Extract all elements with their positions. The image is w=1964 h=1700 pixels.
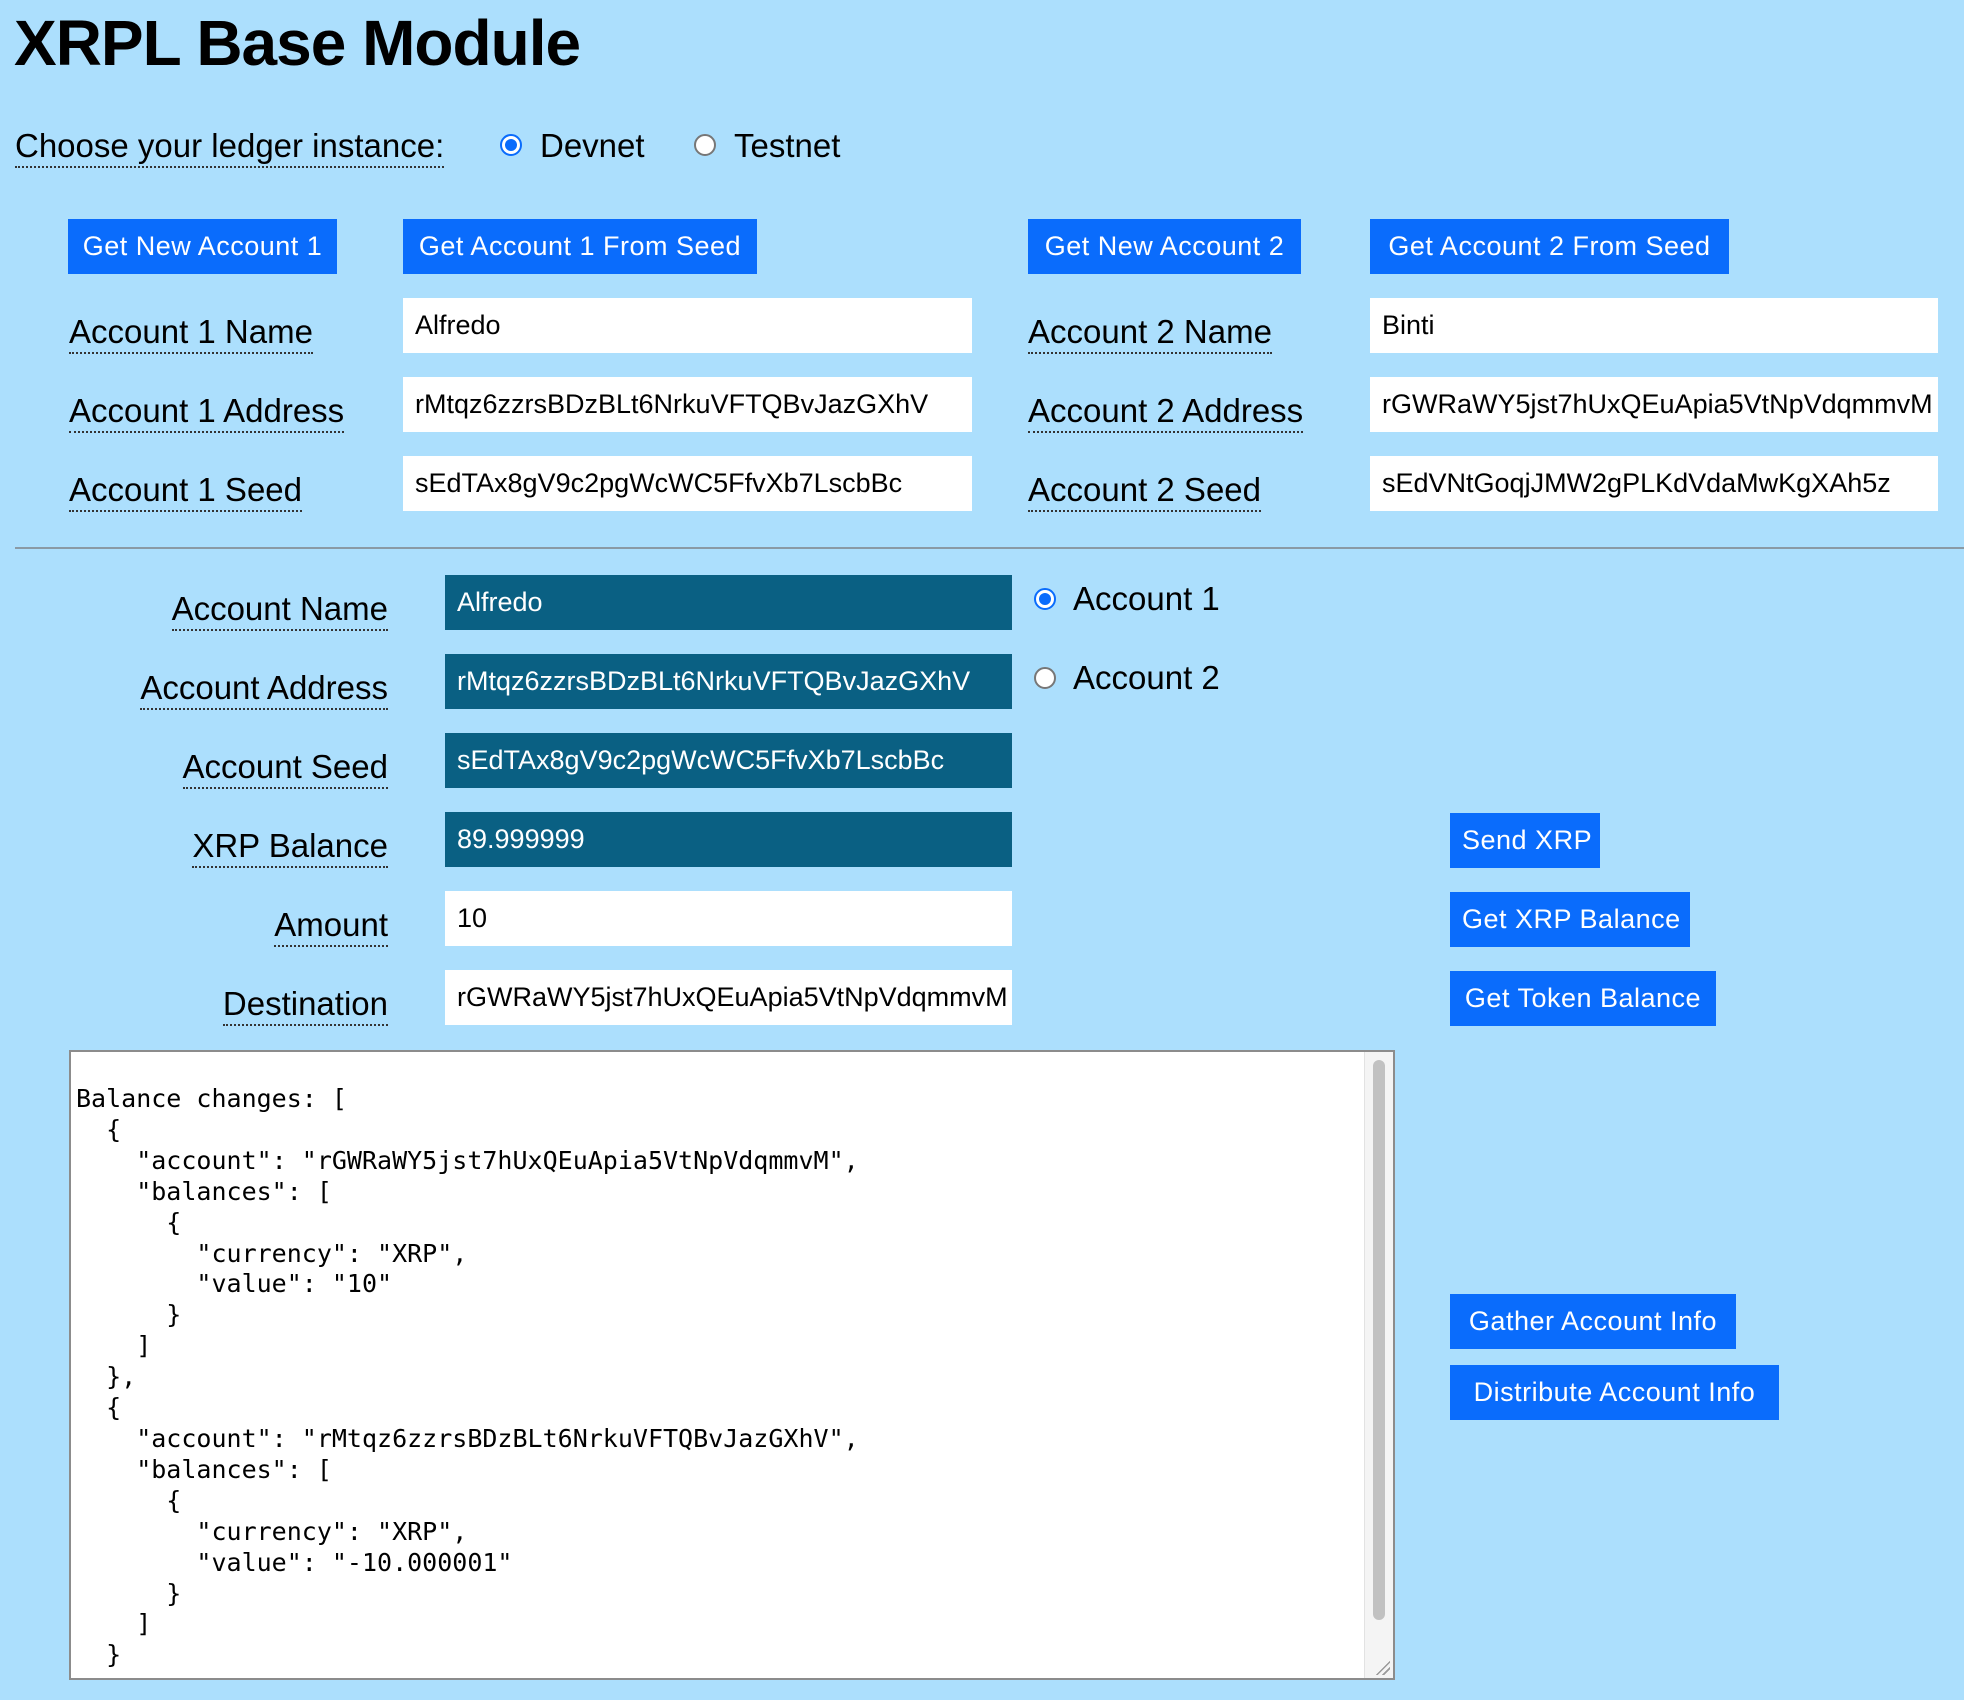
resize-grip-icon[interactable] (1374, 1659, 1390, 1675)
account-1-seed-input[interactable]: sEdTAx8gV9c2pgWcWC5FfvXb7LscbBc (403, 456, 972, 511)
account-name-input[interactable]: Alfredo (445, 575, 1012, 630)
account-1-name-input[interactable]: Alfredo (403, 298, 972, 353)
account-1-radio-label[interactable]: Account 1 (1073, 580, 1220, 617)
results-text: Balance changes: [ { "account": "rGWRaWY… (76, 1084, 859, 1670)
get-xrp-balance-button[interactable]: Get XRP Balance (1450, 892, 1690, 947)
account-seed-label: Account Seed (182, 747, 388, 789)
send-xrp-button[interactable]: Send XRP (1450, 813, 1600, 868)
gather-account-info-button[interactable]: Gather Account Info (1450, 1294, 1736, 1349)
account-1-radio[interactable] (1034, 588, 1056, 610)
amount-label: Amount (274, 905, 388, 947)
get-new-account-2-button[interactable]: Get New Account 2 (1028, 219, 1301, 274)
account-2-radio[interactable] (1034, 667, 1056, 689)
account-1-name-label: Account 1 Name (69, 312, 313, 354)
devnet-label[interactable]: Devnet (540, 127, 645, 164)
xrp-balance-input[interactable]: 89.999999 (445, 812, 1012, 867)
get-account-2-from-seed-button[interactable]: Get Account 2 From Seed (1370, 219, 1729, 274)
testnet-radio[interactable] (694, 134, 716, 156)
get-account-1-from-seed-button[interactable]: Get Account 1 From Seed (403, 219, 757, 274)
account-name-label: Account Name (171, 589, 388, 631)
account-address-label: Account Address (140, 668, 388, 710)
devnet-radio[interactable] (500, 134, 522, 156)
account-2-name-label: Account 2 Name (1028, 312, 1272, 354)
account-address-input[interactable]: rMtqz6zzrsBDzBLt6NrkuVFTQBvJazGXhV (445, 654, 1012, 709)
account-2-address-label: Account 2 Address (1028, 391, 1304, 433)
destination-label: Destination (222, 984, 388, 1026)
results-scrollbar[interactable] (1364, 1052, 1393, 1678)
account-2-address-input[interactable]: rGWRaWY5jst7hUxQEuApia5VtNpVdqmmvM (1370, 377, 1938, 432)
destination-input[interactable]: rGWRaWY5jst7hUxQEuApia5VtNpVdqmmvM (445, 970, 1012, 1025)
account-2-radio-label[interactable]: Account 2 (1073, 659, 1220, 696)
get-new-account-1-button[interactable]: Get New Account 1 (68, 219, 337, 274)
testnet-label[interactable]: Testnet (734, 127, 841, 164)
account-1-address-input[interactable]: rMtqz6zzrsBDzBLt6NrkuVFTQBvJazGXhV (403, 377, 972, 432)
xrp-balance-label: XRP Balance (192, 826, 388, 868)
section-divider (15, 547, 1964, 549)
get-token-balance-button[interactable]: Get Token Balance (1450, 971, 1716, 1026)
amount-input[interactable]: 10 (445, 891, 1012, 946)
account-1-address-label: Account 1 Address (69, 391, 345, 433)
account-2-seed-input[interactable]: sEdVNtGoqjJMW2gPLKdVdaMwKgXAh5z (1370, 456, 1938, 511)
scrollbar-thumb[interactable] (1373, 1060, 1385, 1620)
account-2-name-input[interactable]: Binti (1370, 298, 1938, 353)
account-1-seed-label: Account 1 Seed (69, 470, 302, 512)
page-title: XRPL Base Module (14, 7, 581, 79)
results-textarea[interactable]: Balance changes: [ { "account": "rGWRaWY… (69, 1050, 1395, 1680)
ledger-label: Choose your ledger instance: (15, 126, 445, 168)
distribute-account-info-button[interactable]: Distribute Account Info (1450, 1365, 1779, 1420)
account-seed-input[interactable]: sEdTAx8gV9c2pgWcWC5FfvXb7LscbBc (445, 733, 1012, 788)
account-2-seed-label: Account 2 Seed (1028, 470, 1261, 512)
